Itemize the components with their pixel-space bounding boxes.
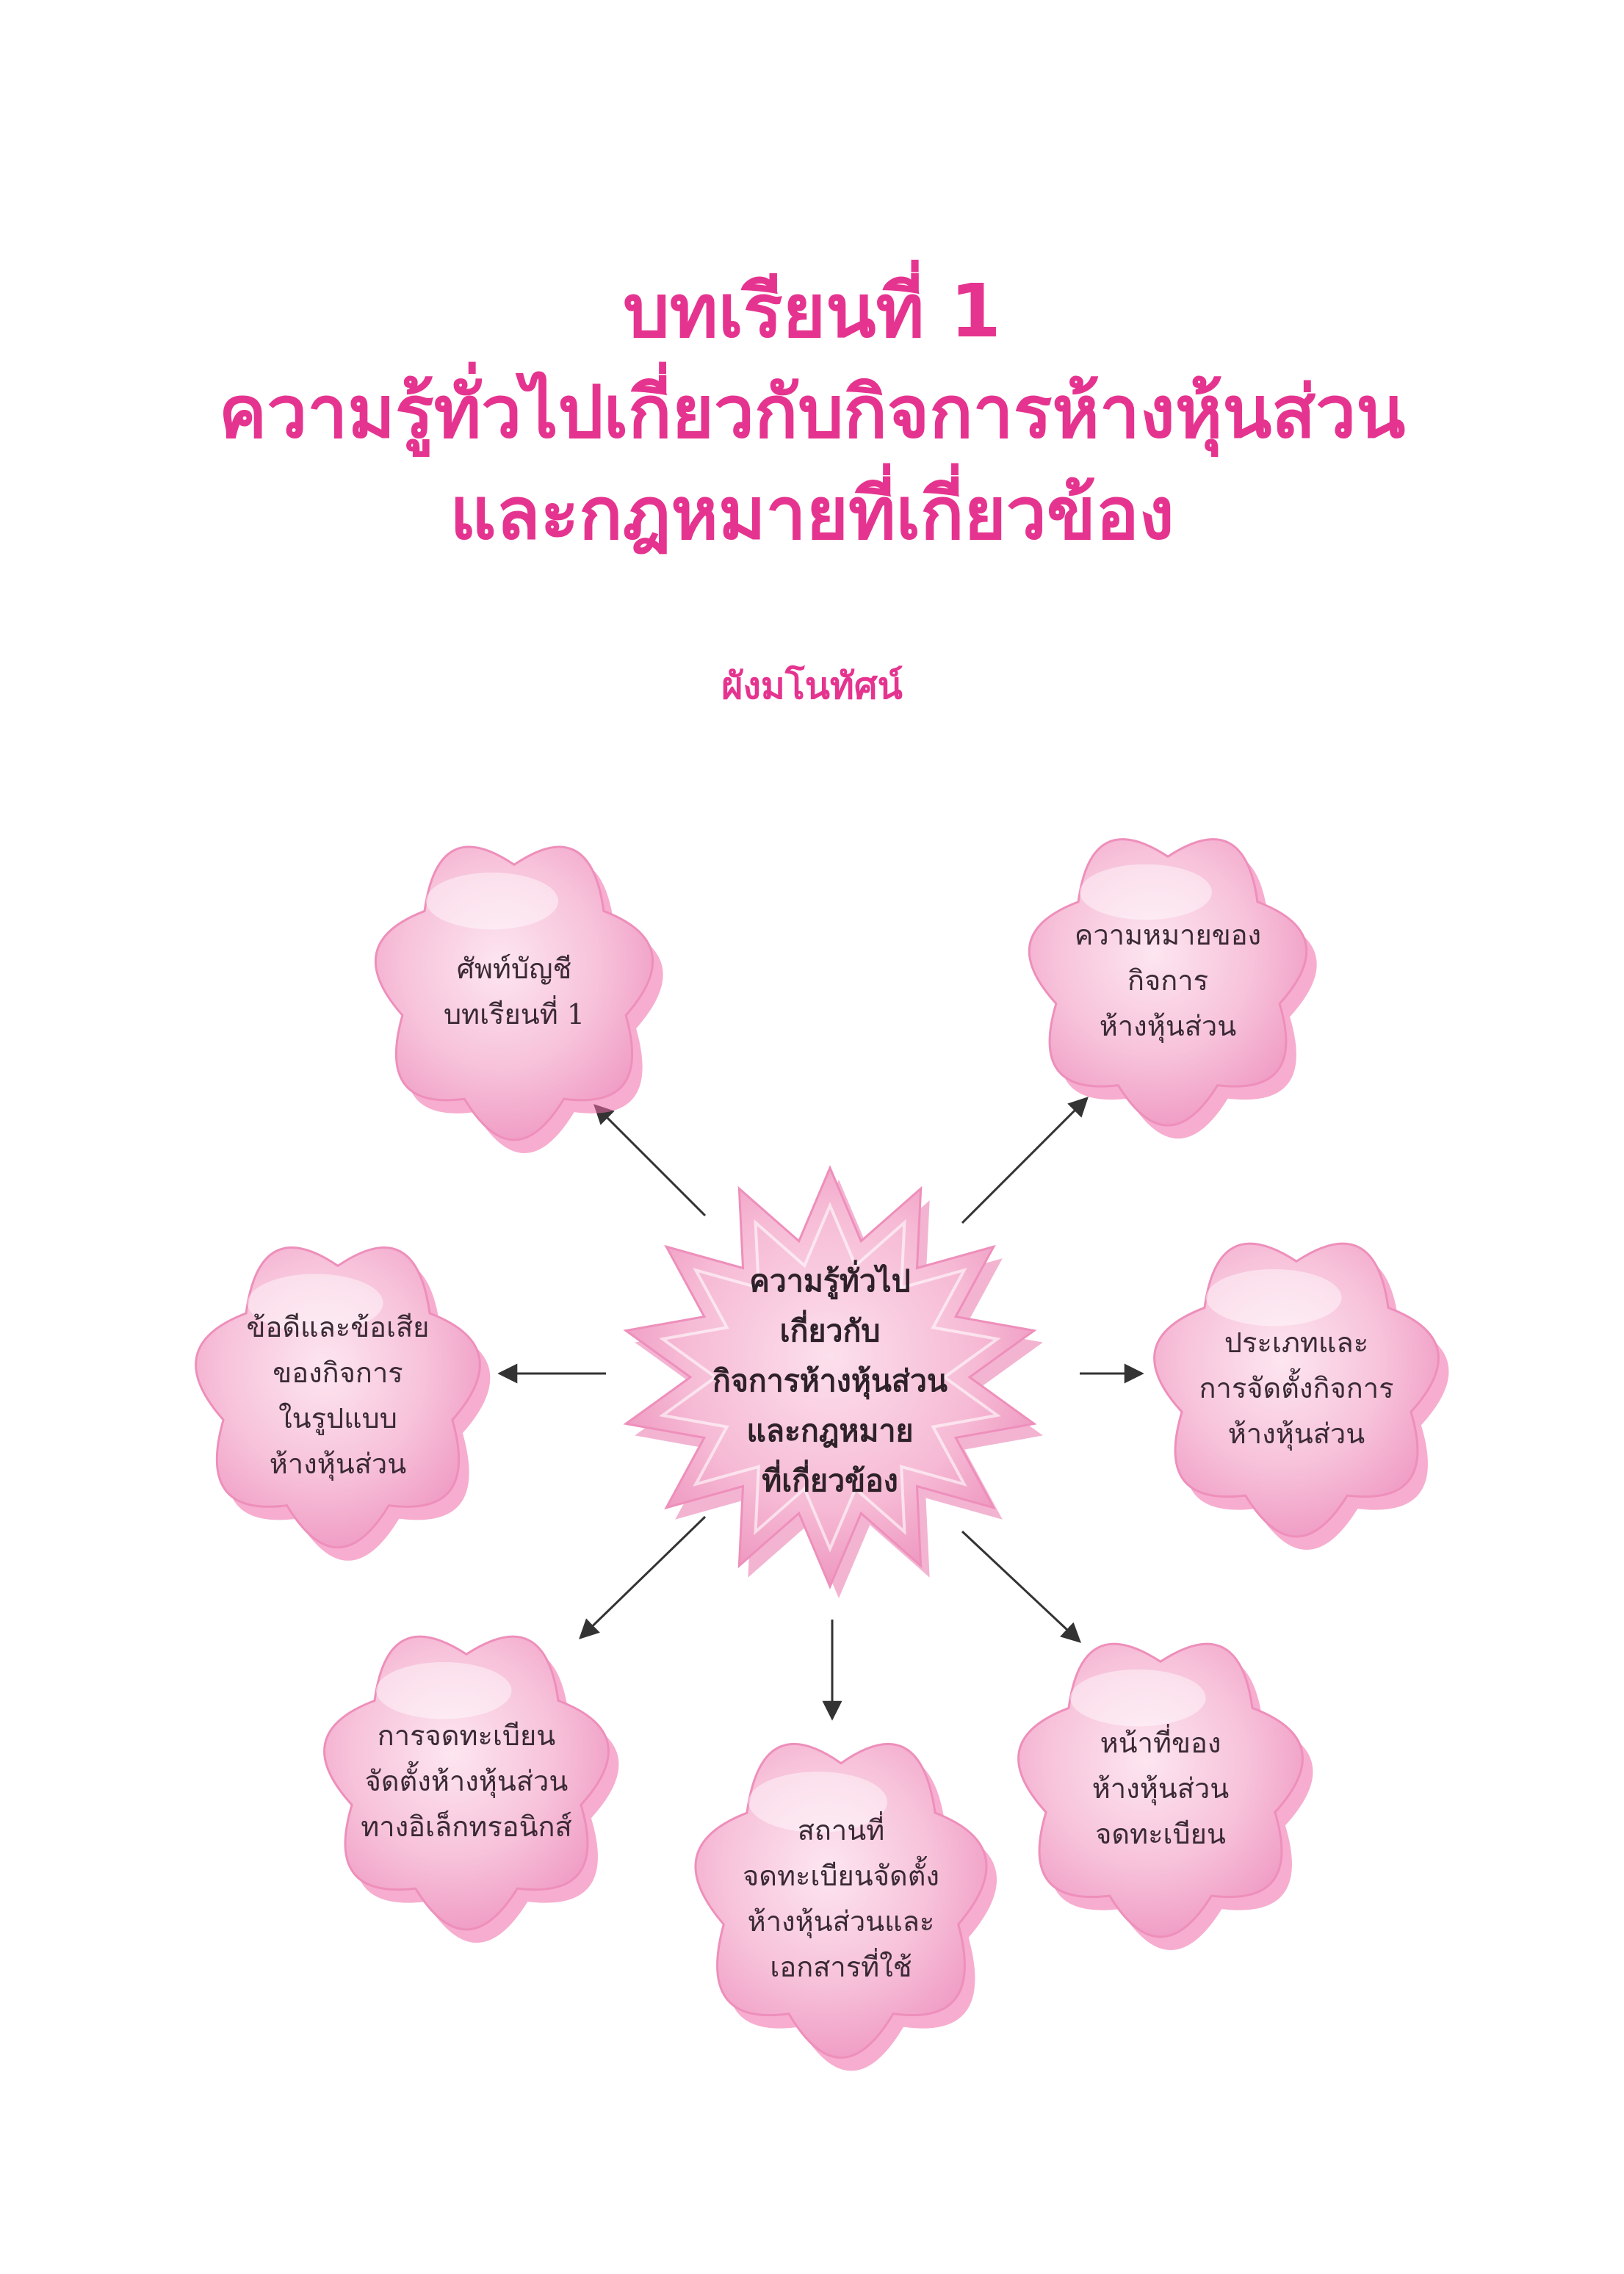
topic-label-line: จัดตั้งห้างหุ้นส่วน [364, 1765, 569, 1797]
chapter-number: บทเรียนที่ 1 [623, 268, 1001, 354]
center-topic-label: ความรู้ทั่วไปเกี่ยวกับกิจการห้างหุ้นส่วน… [712, 1256, 948, 1506]
center-topic-line: กิจการห้างหุ้นส่วน [712, 1363, 948, 1398]
center-topic-line: และกฎหมาย [746, 1413, 914, 1448]
center-topic-line: ความรู้ทั่วไป [749, 1263, 911, 1299]
connector-arrow [579, 1515, 707, 1639]
topic-label-vocab: ศัพท์บัญชีบทเรียนที่ 1 [444, 946, 585, 1037]
topic-label-line: เอกสารที่ใช้ [770, 1951, 912, 1983]
chapter-title-line-2: ความรู้ทั่วไปเกี่ยวกับกิจการห้างหุ้นส่วน [218, 371, 1406, 455]
topic-cloud-e-registration [323, 1635, 610, 1931]
topic-cloud-pros-cons [195, 1246, 481, 1549]
cloud-highlight [1206, 1269, 1342, 1326]
topic-label-line: การจัดตั้งกิจการ [1199, 1372, 1394, 1404]
topic-label-line: ศัพท์บัญชี [456, 953, 572, 985]
connector-arrow [593, 1104, 707, 1217]
topic-label-line: กิจการ [1127, 964, 1209, 997]
topic-label-line: หน้าที่ของ [1100, 1727, 1221, 1759]
topic-label-place-docs: สถานที่จดทะเบียนจัดตั้งห้างหุ้นส่วนและเอ… [743, 1808, 939, 1990]
topic-label-line: ห้างหุ้นส่วน [269, 1448, 407, 1480]
topic-clouds [195, 838, 1449, 2071]
topic-cloud-meaning [1028, 838, 1308, 1127]
topic-label-line: ข้อดีและข้อเสีย [246, 1311, 430, 1343]
chapter-title-line-3: และกฎหมายที่เกี่ยวข้อง [450, 472, 1174, 556]
topic-label-e-registration: การจดทะเบียนจัดตั้งห้างหุ้นส่วนทางอิเล็ก… [361, 1713, 572, 1849]
center-starburst [623, 1165, 1037, 1589]
connector-arrow [961, 1097, 1089, 1224]
topic-label-line: ห้างหุ้นส่วน [1091, 1772, 1230, 1805]
chapter-title: บทเรียนที่ 1 ความรู้ทั่วไปเกี่ยวกับกิจกา… [0, 261, 1624, 565]
cloud-highlight [1070, 1670, 1206, 1727]
cloud-highlight [748, 1772, 887, 1833]
topic-label-pros-cons: ข้อดีและข้อเสียของกิจการในรูปแบบห้างหุ้น… [247, 1304, 430, 1487]
center-star [623, 1165, 1043, 1598]
topic-label-line: สถานที่ [797, 1814, 885, 1847]
topic-label-line: จดทะเบียน [1095, 1818, 1226, 1850]
topic-label-line: จดทะเบียนจัดตั้ง [743, 1860, 939, 1892]
topic-label-types: ประเภทและการจัดตั้งกิจการห้างหุ้นส่วน [1199, 1320, 1394, 1457]
topic-label-line: ห้างหุ้นส่วน [1099, 1010, 1237, 1042]
connector-arrow [961, 1530, 1081, 1643]
topic-label-line: ประเภทและ [1224, 1326, 1369, 1359]
topic-label-line: ทางอิเล็กทรอนิกส์ [361, 1811, 572, 1843]
cloud-highlight [426, 873, 558, 930]
cloud-highlight [248, 1274, 383, 1332]
center-topic-line: เกี่ยวกับ [779, 1313, 881, 1349]
connector-arrows [497, 1097, 1144, 1721]
topic-cloud-vocab [374, 845, 654, 1141]
topic-label-duties: หน้าที่ของห้างหุ้นส่วนจดทะเบียน [1092, 1720, 1229, 1857]
topic-label-line: ความหมายของ [1074, 919, 1262, 951]
topic-label-line: ห้างหุ้นส่วน [1227, 1418, 1365, 1450]
topic-cloud-duties [1017, 1642, 1304, 1938]
center-topic-line: ที่เกี่ยวข้อง [762, 1463, 898, 1498]
cloud-highlight [1080, 864, 1212, 920]
star-inner-outline [659, 1202, 1001, 1553]
topic-cloud-types [1153, 1242, 1440, 1538]
topic-cloud-place-docs [694, 1743, 988, 2059]
concept-map-heading: ผังมโนทัศน์ [721, 665, 903, 707]
topic-label-line: การจดทะเบียน [377, 1719, 556, 1752]
topic-label-line: ในรูปแบบ [278, 1402, 397, 1434]
cloud-highlight [376, 1662, 512, 1719]
topic-label-line: บทเรียนที่ 1 [443, 998, 585, 1030]
topic-label-meaning: ความหมายของกิจการห้างหุ้นส่วน [1075, 912, 1261, 1049]
topic-label-line: ห้างหุ้นส่วนและ [747, 1905, 935, 1938]
topic-label-line: ของกิจการ [273, 1357, 403, 1389]
